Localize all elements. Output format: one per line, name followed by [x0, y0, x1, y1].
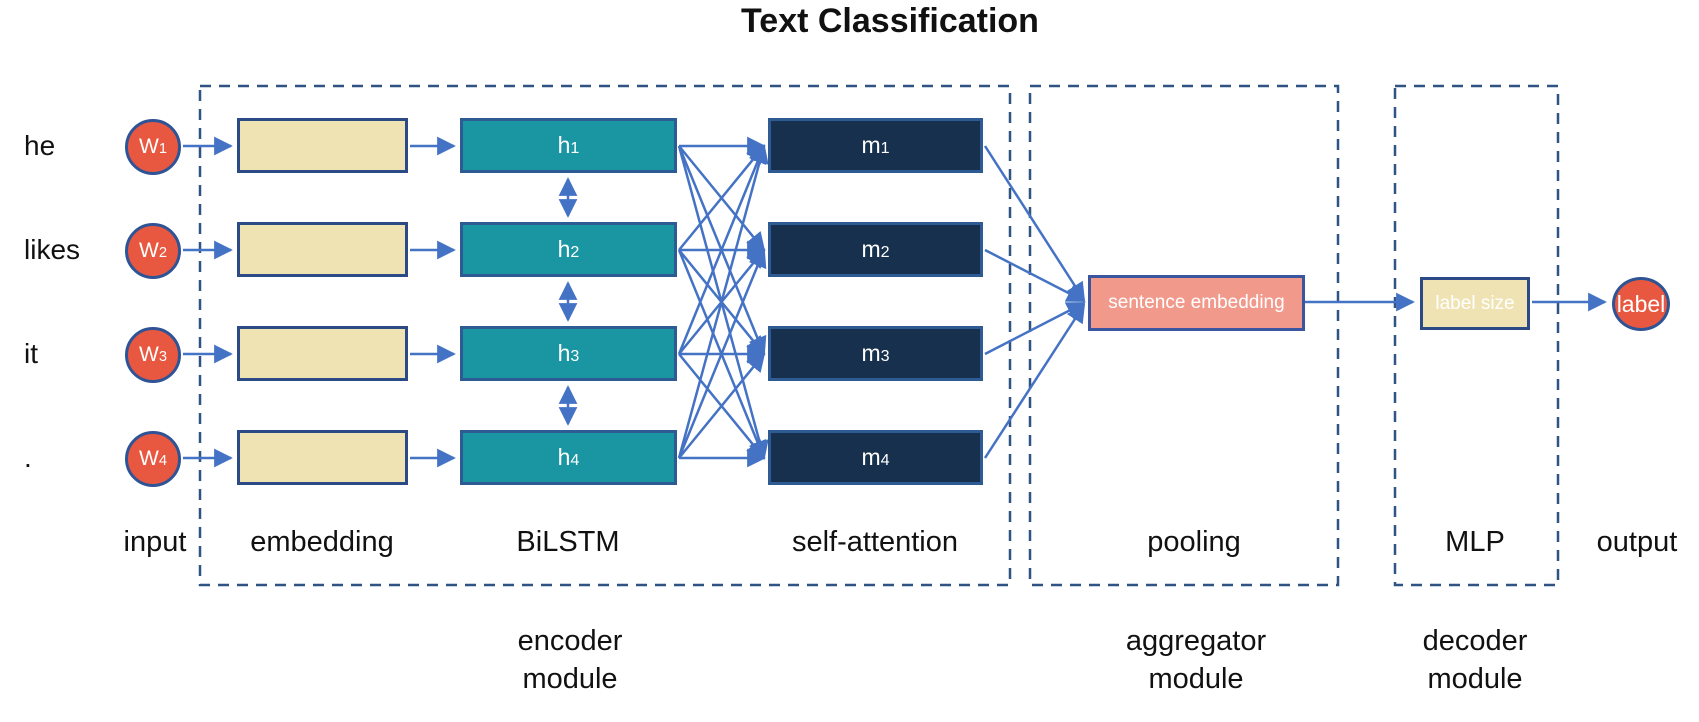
node-label: h3	[557, 340, 580, 366]
column-label-self-attention: self-attention	[791, 526, 959, 558]
node-label: W1	[139, 135, 167, 158]
node-label: m4	[861, 444, 890, 470]
input-node-w2: W2	[125, 223, 181, 279]
embedding-box-3	[237, 326, 408, 381]
attention-box-m4: m4	[768, 430, 983, 485]
node-label: m3	[861, 340, 890, 366]
module-label-encoder: encoder module	[517, 625, 623, 695]
label-size-box: label size	[1420, 277, 1530, 330]
input-node-w4: W4	[125, 431, 181, 487]
module-label-decoder: decoder module	[1422, 625, 1528, 695]
input-word: .	[24, 442, 32, 473]
output-node-label: label	[1612, 277, 1670, 331]
sentence-embedding-box: sentence embedding	[1088, 275, 1305, 331]
embedding-box-1	[237, 118, 408, 173]
node-label: h4	[557, 444, 580, 470]
node-label: h2	[557, 236, 580, 262]
bilstm-box-h1: h1	[460, 118, 677, 173]
bilstm-box-h2: h2	[460, 222, 677, 277]
input-node-w3: W3	[125, 327, 181, 383]
input-word: it	[24, 338, 38, 369]
column-label-bilstm: BiLSTM	[516, 526, 620, 558]
node-label: W3	[139, 343, 167, 366]
module-frame-decoder	[1393, 84, 1560, 587]
embedding-box-4	[237, 430, 408, 485]
column-label-mlp: MLP	[1445, 526, 1505, 558]
bilstm-box-h3: h3	[460, 326, 677, 381]
node-label: m1	[861, 132, 890, 158]
module-frame-encoder	[198, 84, 1012, 587]
attention-box-m1: m1	[768, 118, 983, 173]
input-word: he	[24, 130, 56, 161]
input-to-embedding-arrows	[183, 136, 233, 468]
module-frame-aggregator	[1028, 84, 1340, 587]
bilstm-box-h4: h4	[460, 430, 677, 485]
attention-box-m3: m3	[768, 326, 983, 381]
input-node-w1: W1	[125, 119, 181, 175]
column-label-embedding: embedding	[250, 526, 394, 558]
input-word: likes	[24, 234, 81, 265]
node-label: m2	[861, 236, 890, 262]
attention-connections	[677, 136, 769, 468]
embedding-box-2	[237, 222, 408, 277]
pooling-convergence-arrows	[983, 145, 1086, 459]
page-title: Text Classification	[741, 2, 1039, 40]
node-label: W4	[139, 447, 167, 470]
column-label-input: input	[123, 526, 187, 558]
attention-box-m2: m2	[768, 222, 983, 277]
module-label-aggregator: aggregator module	[1125, 625, 1267, 695]
embedding-to-bilstm-arrows	[410, 136, 456, 468]
node-label: W2	[139, 239, 167, 262]
column-label-output: output	[1596, 526, 1678, 558]
node-label: h1	[557, 132, 580, 158]
column-label-pooling: pooling	[1147, 526, 1241, 558]
